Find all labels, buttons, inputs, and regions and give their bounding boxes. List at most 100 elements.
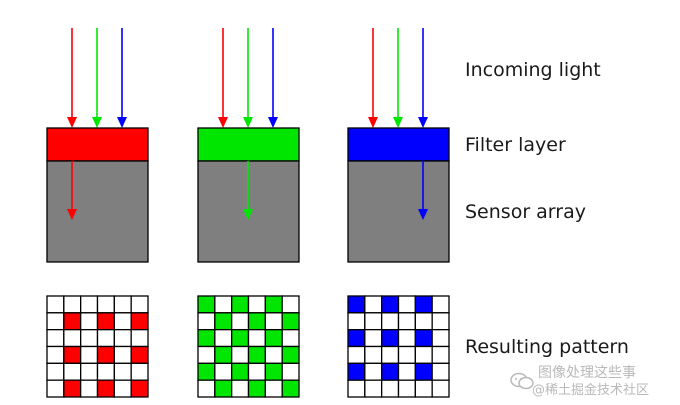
pattern-cell-blue <box>431 312 450 331</box>
transmitted-arrow-red-head <box>67 209 77 220</box>
incoming-arrow-red-2-head <box>218 117 228 128</box>
pattern-cell-blue <box>347 295 366 314</box>
pattern-cell-blue <box>347 379 366 398</box>
incoming-arrow-green-3 <box>393 28 403 128</box>
pattern-cell-red <box>80 295 99 314</box>
pattern-cell-blue <box>364 362 383 381</box>
pattern-cell-green <box>264 345 283 364</box>
incoming-arrow-red-3-head <box>368 117 378 128</box>
pattern-cell-blue <box>397 379 416 398</box>
pattern-cell-blue <box>414 345 433 364</box>
transmitted-arrow-red <box>67 161 77 220</box>
pattern-cell-red <box>113 329 132 348</box>
pattern-cell-red <box>130 312 149 331</box>
pattern-cell-green <box>214 295 233 314</box>
pattern-cell-red <box>80 345 99 364</box>
pattern-cell-green <box>281 329 300 348</box>
pattern-cell-green <box>214 312 233 331</box>
pattern-cell-red <box>46 329 65 348</box>
pattern-cell-green <box>264 379 283 398</box>
pattern-cell-green <box>247 345 266 364</box>
watermark-title: 图像处理这些事 <box>538 365 636 381</box>
pattern-cell-blue <box>414 362 433 381</box>
pattern-cell-blue <box>397 295 416 314</box>
pattern-cell-green <box>264 295 283 314</box>
incoming-arrow-green-2-head <box>243 117 253 128</box>
pattern-cell-red <box>96 379 115 398</box>
transmitted-arrow-blue <box>418 161 428 220</box>
pattern-cell-green <box>214 345 233 364</box>
filter-layer-label: Filter layer <box>465 134 566 156</box>
pattern-cell-red <box>63 379 82 398</box>
pattern-cell-red <box>130 295 149 314</box>
pattern-cell-green <box>281 312 300 331</box>
watermark: 图像处理这些事 @稀土掘金技术社区 <box>510 366 680 405</box>
pattern-cell-blue <box>381 379 400 398</box>
pattern-cell-red <box>46 312 65 331</box>
pattern-cell-blue <box>381 312 400 331</box>
pattern-cell-red <box>63 329 82 348</box>
pattern-cell-green <box>281 362 300 381</box>
pattern-cell-blue <box>347 362 366 381</box>
pattern-cell-red <box>113 379 132 398</box>
incoming-arrow-blue-2 <box>268 28 278 128</box>
pattern-cell-red <box>80 379 99 398</box>
filter-blue <box>347 127 450 162</box>
column-blue <box>347 28 450 398</box>
pattern-grid-red <box>46 295 149 398</box>
incoming-arrow-blue-2-head <box>268 117 278 128</box>
pattern-cell-blue <box>431 295 450 314</box>
pattern-cell-blue <box>431 329 450 348</box>
incoming-arrow-red-2 <box>218 28 228 128</box>
pattern-cell-blue <box>397 312 416 331</box>
pattern-cell-red <box>113 312 132 331</box>
sensor-array-label: Sensor array <box>465 201 586 223</box>
pattern-cell-red <box>96 345 115 364</box>
incoming-arrow-red-1 <box>67 28 77 128</box>
pattern-cell-red <box>96 362 115 381</box>
pattern-cell-blue <box>347 345 366 364</box>
incoming-arrow-green-1 <box>92 28 102 128</box>
pattern-cell-green <box>197 345 216 364</box>
pattern-cell-green <box>247 312 266 331</box>
pattern-cell-green <box>281 379 300 398</box>
watermark-subtitle: @稀土掘金技术社区 <box>532 383 650 398</box>
pattern-cell-green <box>264 362 283 381</box>
incoming-light-label: Incoming light <box>465 59 601 81</box>
pattern-grid-blue <box>347 295 450 398</box>
pattern-cell-green <box>281 295 300 314</box>
pattern-cell-blue <box>347 312 366 331</box>
pattern-cell-blue <box>347 329 366 348</box>
pattern-cell-blue <box>414 295 433 314</box>
pattern-cell-red <box>80 362 99 381</box>
pattern-cell-green <box>247 362 266 381</box>
pattern-cell-green <box>247 329 266 348</box>
pattern-cell-red <box>130 362 149 381</box>
pattern-cell-green <box>231 379 250 398</box>
pattern-cell-blue <box>381 345 400 364</box>
pattern-cell-blue <box>431 362 450 381</box>
pattern-cell-red <box>113 362 132 381</box>
pattern-cell-green <box>281 345 300 364</box>
transmitted-arrow-green-head <box>243 209 253 220</box>
pattern-cell-blue <box>397 345 416 364</box>
pattern-grid-green <box>197 295 300 398</box>
incoming-arrow-green-3-head <box>393 117 403 128</box>
pattern-cell-red <box>96 329 115 348</box>
pattern-cell-green <box>264 329 283 348</box>
pattern-cell-green <box>231 295 250 314</box>
sensor-block-blue <box>347 160 450 263</box>
pattern-cell-green <box>214 362 233 381</box>
pattern-cell-blue <box>431 379 450 398</box>
incoming-arrow-red-1-head <box>67 117 77 128</box>
pattern-cell-red <box>80 312 99 331</box>
pattern-cell-blue <box>381 362 400 381</box>
pattern-cell-green <box>197 295 216 314</box>
pattern-cell-green <box>197 329 216 348</box>
pattern-cell-blue <box>364 329 383 348</box>
incoming-arrow-green-1-head <box>92 117 102 128</box>
pattern-cell-red <box>113 345 132 364</box>
pattern-cell-red <box>46 345 65 364</box>
pattern-cell-red <box>63 362 82 381</box>
